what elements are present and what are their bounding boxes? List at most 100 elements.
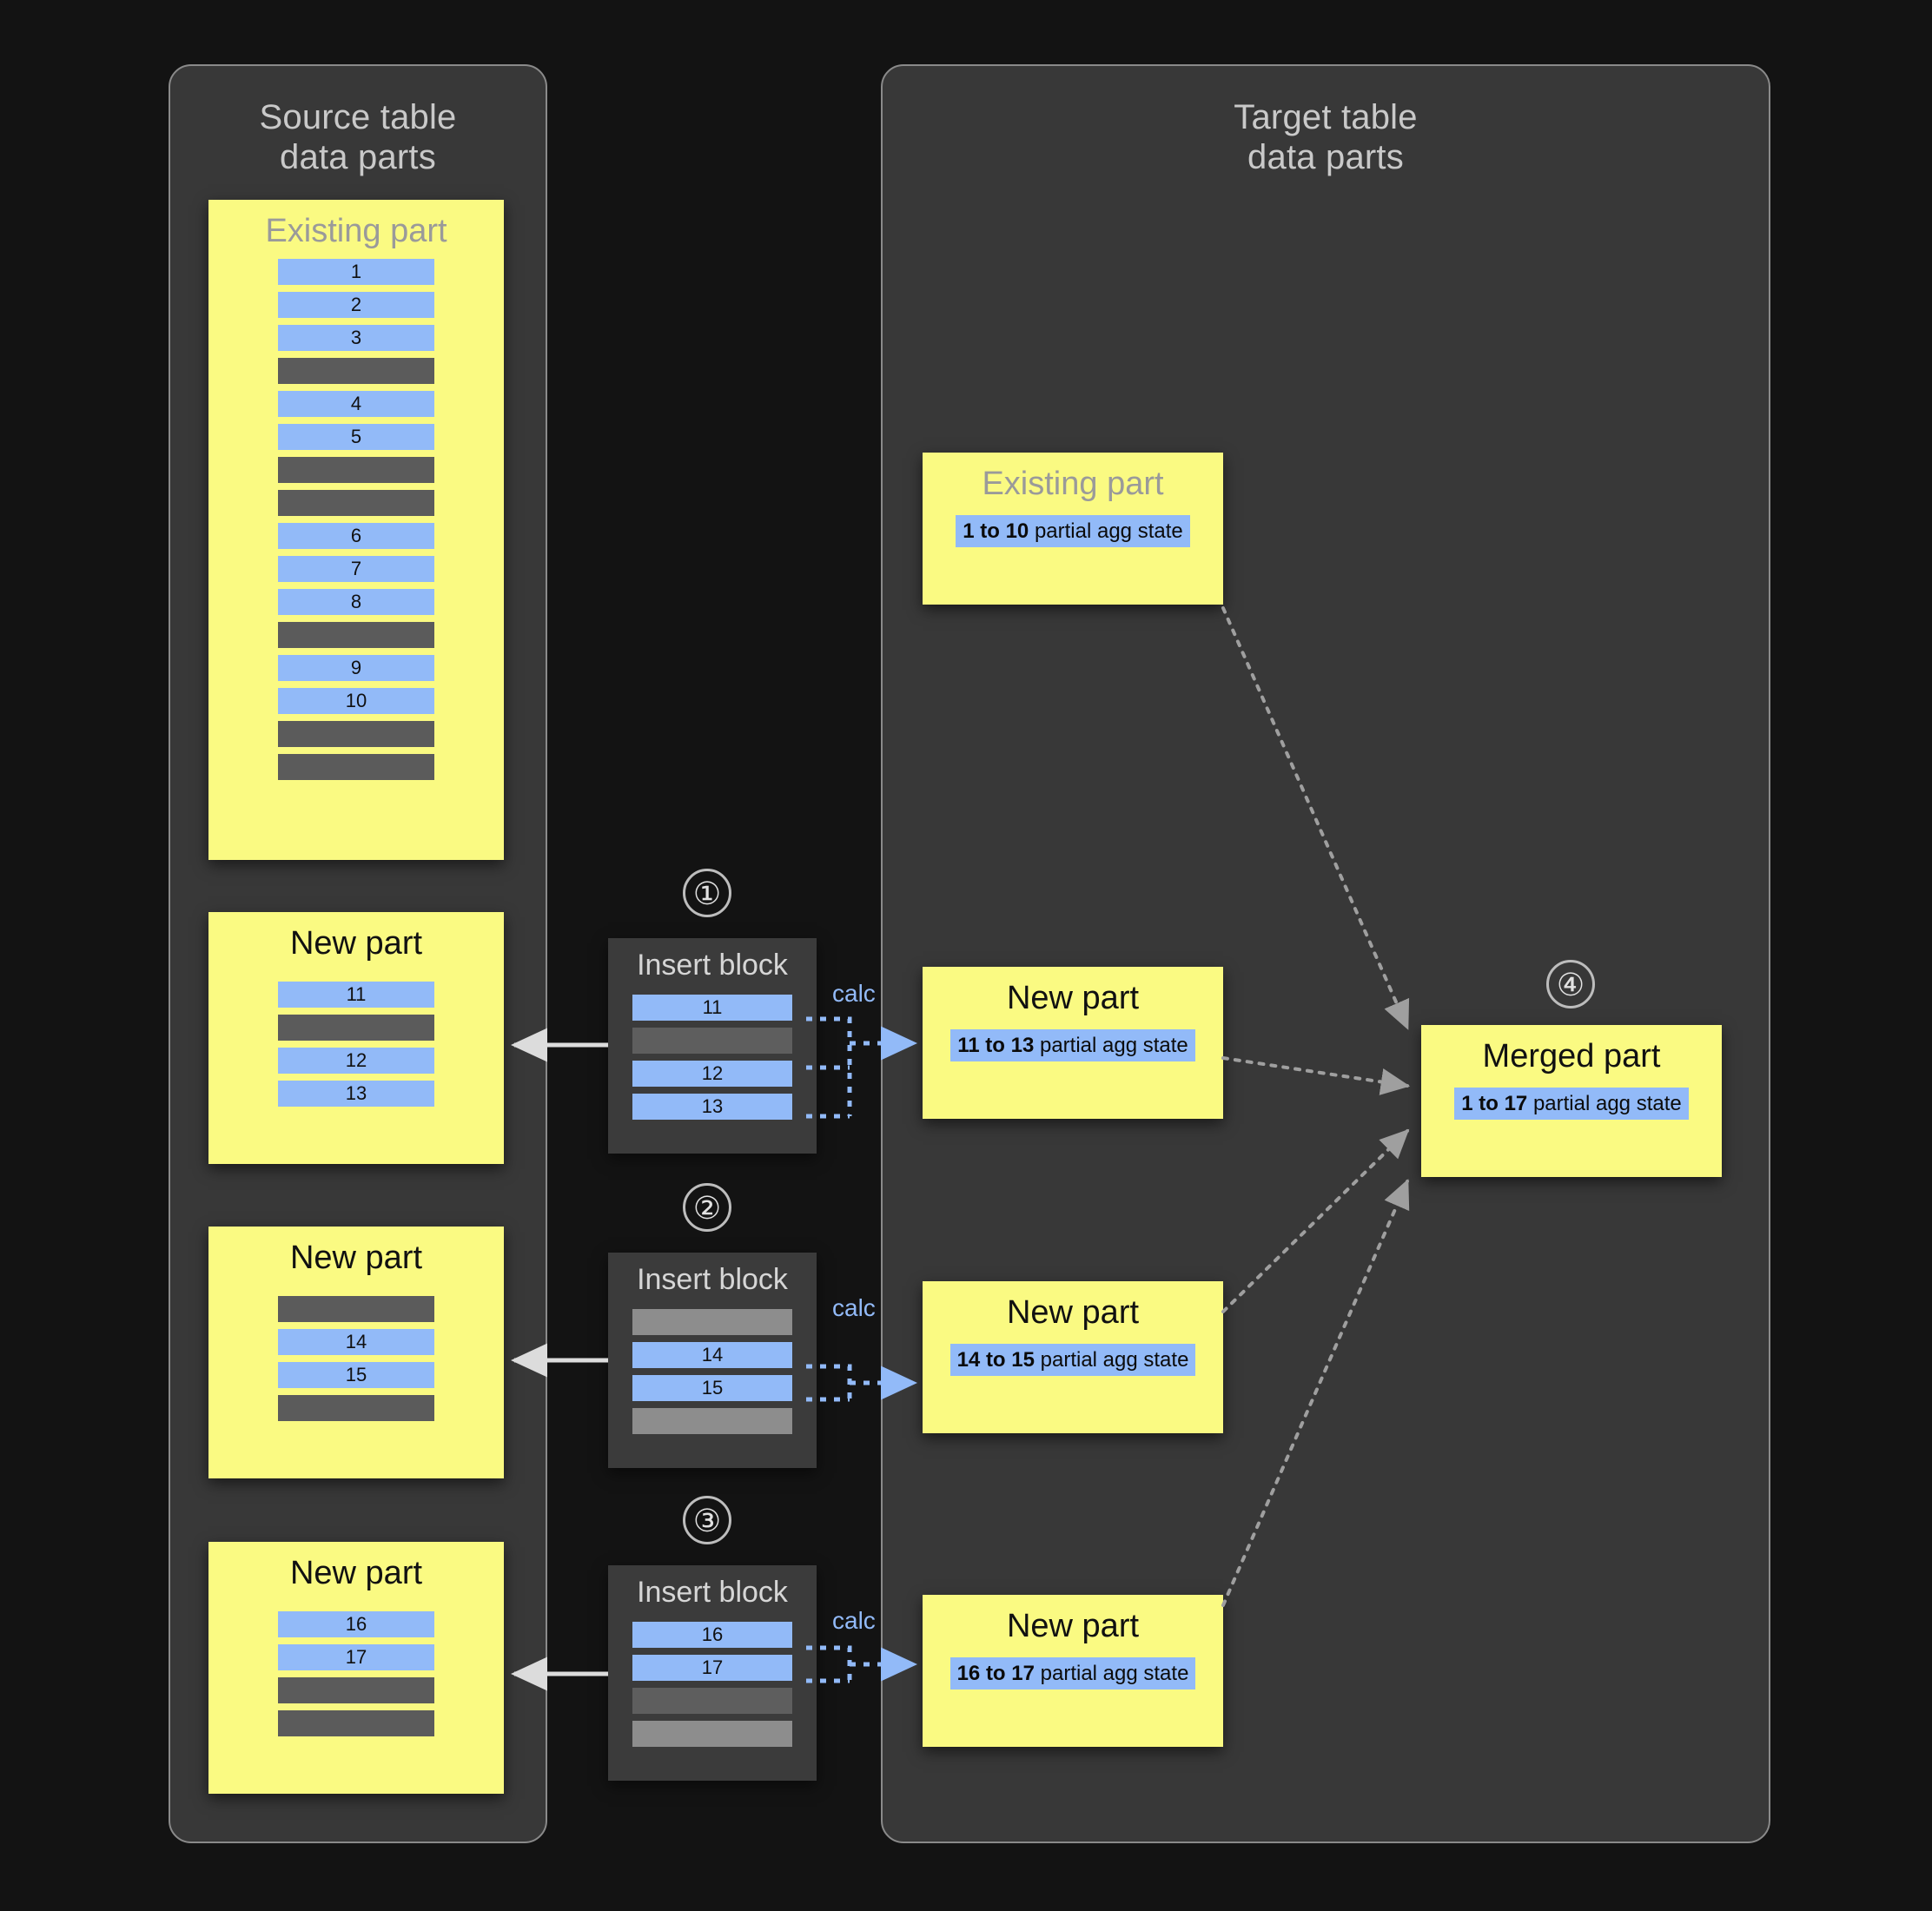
target-existing-part-agg-wrap: 1 to 10 partial agg state [923,514,1223,548]
target-existing-part-title: Existing part [982,466,1164,502]
source-part-0-row-10: 8 [278,588,434,615]
insert-block-2-row-0: 16 [632,1622,792,1648]
source-part-0-row-6 [278,456,434,483]
source-existing-part-title: Existing part [265,213,447,249]
target-new-part-1-agg-wrap: 11 to 13 partial agg state [923,1028,1223,1062]
calc-label-2: calc [832,1294,876,1321]
target-table-panel: Target table data parts [881,64,1770,1843]
insert-block-0-row-2: 12 [632,1061,792,1087]
source-part-0-row-12: 9 [278,654,434,681]
source-new-part-3-title: New part [289,1555,423,1591]
agg-range-1: 11 to 13 [957,1033,1035,1057]
source-panel-title: Source table data parts [259,98,457,176]
source-part-2-row-2: 15 [278,1361,434,1388]
source-part-1-row-3: 13 [278,1080,434,1107]
insert-block-2-row-2 [632,1688,792,1714]
agg-suffix-2: partial agg state [1034,1347,1189,1372]
insert-block-0-row-3: 13 [632,1094,792,1120]
source-part-0-row-0: 1 [278,258,434,285]
insert-block-1-title: Insert block [637,949,788,982]
agg-suffix-3: partial agg state [1034,1661,1189,1685]
source-existing-part-rows: 1 2 3 4 5 6 7 8 9 10 [278,250,434,801]
insert-block-1-row-1: 14 [632,1342,792,1368]
source-part-1-row-0: 11 [278,981,434,1008]
target-new-part-1-agg: 11 to 13 partial agg state [950,1028,1195,1062]
source-part-0-row-13: 10 [278,687,434,714]
target-existing-part: Existing part 1 to 10 partial agg state [923,453,1223,605]
insert-block-0-row-1 [632,1028,792,1054]
agg-range-2: 14 to 15 [956,1347,1035,1372]
source-part-3-row-1: 17 [278,1643,434,1670]
target-new-part-1: New part 11 to 13 partial agg state [923,967,1223,1119]
target-new-part-3-agg-wrap: 16 to 17 partial agg state [923,1656,1223,1690]
source-part-2-row-3 [278,1394,434,1421]
insert-block-2-row-3 [632,1721,792,1747]
source-part-0-row-1: 2 [278,291,434,318]
calc-label-1: calc [832,980,876,1007]
step-marker-2: ② [683,1183,731,1232]
insert-block-1-row-3 [632,1408,792,1434]
calc-label-3: calc [832,1607,876,1634]
agg-range-0: 1 to 10 [963,519,1029,543]
source-part-2-row-0 [278,1295,434,1322]
source-part-3-row-0: 16 [278,1610,434,1637]
source-part-1-row-2: 12 [278,1047,434,1074]
target-new-part-2-agg-wrap: 14 to 15 partial agg state [923,1343,1223,1377]
source-part-0-row-9: 7 [278,555,434,582]
insert-block-1: Insert block 11 12 13 [608,938,817,1154]
source-part-0-row-7 [278,489,434,516]
step-marker-4: ④ [1546,960,1595,1008]
insert-block-1-rows: 11 12 13 [632,982,792,1141]
insert-block-2-row-1: 17 [632,1655,792,1681]
target-new-part-3: New part 16 to 17 partial agg state [923,1595,1223,1747]
target-panel-title: Target table data parts [1234,98,1418,176]
source-part-1-row-1 [278,1014,434,1041]
source-existing-part: Existing part 1 2 3 4 5 6 7 8 9 10 [208,200,504,860]
insert-block-0-row-0: 11 [632,995,792,1021]
source-part-2-row-1: 14 [278,1328,434,1355]
source-part-0-row-3 [278,357,434,384]
merged-agg-range: 1 to 17 [1461,1091,1528,1115]
merged-part-title: Merged part [1482,1038,1661,1075]
insert-block-1-row-2: 15 [632,1375,792,1401]
source-part-0-row-2: 3 [278,324,434,351]
target-new-part-2-title: New part [1006,1294,1140,1331]
target-existing-part-agg: 1 to 10 partial agg state [956,514,1190,548]
target-new-part-2: New part 14 to 15 partial agg state [923,1281,1223,1433]
step-marker-1: ① [683,869,731,917]
insert-block-1-row-0 [632,1309,792,1335]
target-new-part-3-agg: 16 to 17 partial agg state [949,1656,1196,1690]
insert-block-2-title: Insert block [637,1263,788,1296]
step-marker-3: ③ [683,1496,731,1544]
merged-part-agg-wrap: 1 to 17 partial agg state [1421,1087,1722,1121]
source-part-0-row-8: 6 [278,522,434,549]
target-new-part-1-title: New part [1006,980,1140,1016]
agg-range-3: 16 to 17 [956,1661,1035,1685]
source-part-0-row-11 [278,621,434,648]
source-new-part-2-title: New part [289,1240,423,1276]
target-new-part-2-agg: 14 to 15 partial agg state [949,1343,1196,1377]
source-part-0-row-14 [278,720,434,747]
agg-suffix-1: partial agg state [1034,1033,1188,1057]
merged-part-agg: 1 to 17 partial agg state [1454,1087,1689,1121]
target-new-part-3-title: New part [1006,1608,1140,1644]
merged-part: Merged part 1 to 17 partial agg state [1421,1025,1722,1177]
insert-block-3-title: Insert block [637,1576,788,1609]
source-part-0-row-5: 5 [278,423,434,450]
source-part-0-row-15 [278,753,434,780]
source-part-0-row-4: 4 [278,390,434,417]
agg-suffix-0: partial agg state [1029,519,1183,543]
source-new-part-1-rows: 11 12 13 [278,962,434,1127]
merged-agg-suffix: partial agg state [1527,1091,1682,1115]
source-part-3-row-3 [278,1709,434,1736]
